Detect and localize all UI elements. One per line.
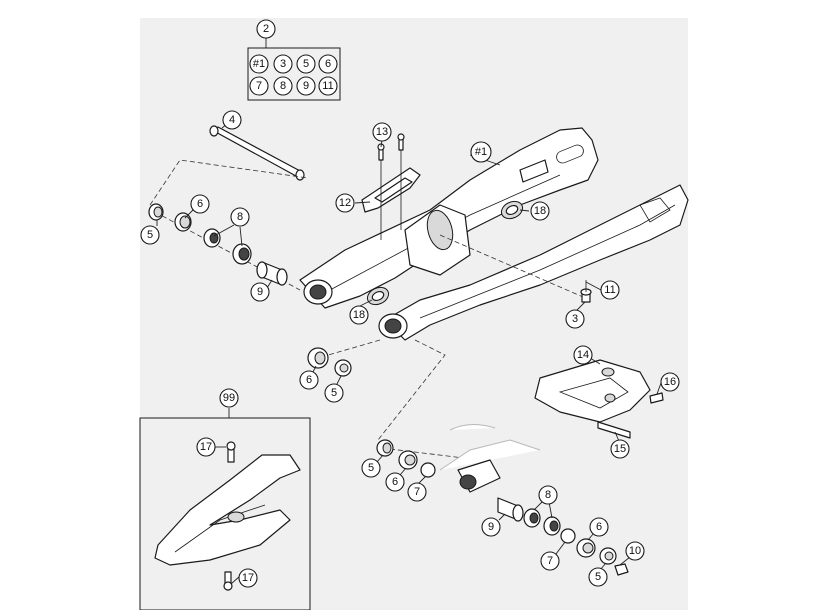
swingarm xyxy=(299,127,689,341)
assembly-line xyxy=(149,159,309,206)
callout-1: #1 xyxy=(470,141,492,163)
callout-8-left: 8 xyxy=(230,207,250,227)
svg-text:6: 6 xyxy=(306,374,312,386)
kit-item-5: 5 xyxy=(296,54,316,74)
callout-13: 13 xyxy=(372,122,392,142)
callout-6-left: 6 xyxy=(190,194,210,214)
callout-14: 14 xyxy=(573,345,593,365)
svg-text:11: 11 xyxy=(604,284,615,296)
left-lower-bushings xyxy=(307,347,352,377)
callout-7-right-top: 7 xyxy=(407,482,427,502)
callout-9-left: 9 xyxy=(250,282,270,302)
callout-5-lower-left: 5 xyxy=(324,383,344,403)
svg-text:5: 5 xyxy=(595,571,601,583)
callout-6-lower-left: 6 xyxy=(299,370,319,390)
svg-text:6: 6 xyxy=(392,476,398,488)
svg-text:6: 6 xyxy=(596,521,602,533)
kit-item-6: 6 xyxy=(318,54,338,74)
callout-11: 11 xyxy=(600,280,620,300)
svg-text:7: 7 xyxy=(547,555,553,567)
callout-15: 15 xyxy=(610,439,630,459)
kit-box xyxy=(247,38,341,101)
left-bearing-stack xyxy=(148,203,288,286)
svg-text:4: 4 xyxy=(229,114,235,126)
svg-text:3: 3 xyxy=(280,58,286,70)
callout-9-right: 9 xyxy=(481,517,501,537)
kit-item-7: 7 xyxy=(249,76,269,96)
svg-text:15: 15 xyxy=(614,443,626,455)
svg-text:#1: #1 xyxy=(253,58,265,70)
callout-18-upper: 18 xyxy=(530,201,550,221)
callout-5-right-top: 5 xyxy=(361,458,381,478)
callout-99: 99 xyxy=(219,388,239,408)
kit-item-3: 3 xyxy=(273,54,293,74)
callout-17-bottom: 17 xyxy=(238,568,258,588)
callout-12: 12 xyxy=(335,193,355,213)
svg-text:13: 13 xyxy=(376,126,388,138)
svg-text:14: 14 xyxy=(577,349,589,361)
callout-4: 4 xyxy=(222,110,242,130)
kit-item-1: #1 xyxy=(249,54,269,74)
callout-16: 16 xyxy=(660,372,680,392)
inset-box xyxy=(139,408,311,610)
svg-text:9: 9 xyxy=(303,80,309,92)
svg-text:12: 12 xyxy=(339,197,351,209)
assembly-line xyxy=(317,339,381,359)
svg-text:17: 17 xyxy=(200,441,212,453)
callout-3: 3 xyxy=(565,309,585,329)
callout-10: 10 xyxy=(625,541,645,561)
svg-text:7: 7 xyxy=(256,80,262,92)
svg-text:11: 11 xyxy=(322,80,333,92)
svg-text:5: 5 xyxy=(368,462,374,474)
kit-item-8: 8 xyxy=(273,76,293,96)
chain-guide xyxy=(534,359,664,439)
callout-18-lower: 18 xyxy=(349,305,369,325)
assembly-line xyxy=(439,234,591,301)
svg-text:3: 3 xyxy=(572,313,578,325)
callout-5-left: 5 xyxy=(140,225,160,245)
svg-text:6: 6 xyxy=(325,58,331,70)
svg-text:2: 2 xyxy=(263,23,269,35)
svg-text:#1: #1 xyxy=(475,146,487,158)
svg-text:99: 99 xyxy=(223,392,235,404)
svg-text:10: 10 xyxy=(629,545,641,557)
svg-text:18: 18 xyxy=(353,309,365,321)
callout-8-right: 8 xyxy=(538,485,558,505)
svg-text:5: 5 xyxy=(331,387,337,399)
callout-5-right-bottom: 5 xyxy=(588,567,608,587)
svg-text:17: 17 xyxy=(242,572,254,584)
kit-item-9: 9 xyxy=(296,76,316,96)
assembly-line xyxy=(377,339,446,441)
bolt-3 xyxy=(580,280,592,303)
kit-item-11: 11 xyxy=(318,76,338,96)
callout-2: 2 xyxy=(256,19,276,39)
callout-7-right-bottom: 7 xyxy=(540,551,560,571)
swingarm-axle xyxy=(209,119,305,181)
svg-text:5: 5 xyxy=(303,58,309,70)
callout-17-top: 17 xyxy=(196,437,216,457)
svg-text:18: 18 xyxy=(534,205,546,217)
svg-text:9: 9 xyxy=(488,521,494,533)
right-bearing-stack xyxy=(376,424,629,576)
svg-text:16: 16 xyxy=(664,376,676,388)
svg-text:9: 9 xyxy=(257,286,263,298)
callout-6-right-bottom: 6 xyxy=(589,517,609,537)
callout-6-right-top: 6 xyxy=(385,472,405,492)
svg-text:8: 8 xyxy=(280,80,286,92)
svg-text:8: 8 xyxy=(545,489,551,501)
chain-slider-bracket xyxy=(361,133,421,240)
svg-text:5: 5 xyxy=(147,229,153,241)
svg-text:8: 8 xyxy=(237,211,243,223)
svg-text:7: 7 xyxy=(414,486,420,498)
svg-text:6: 6 xyxy=(197,198,203,210)
